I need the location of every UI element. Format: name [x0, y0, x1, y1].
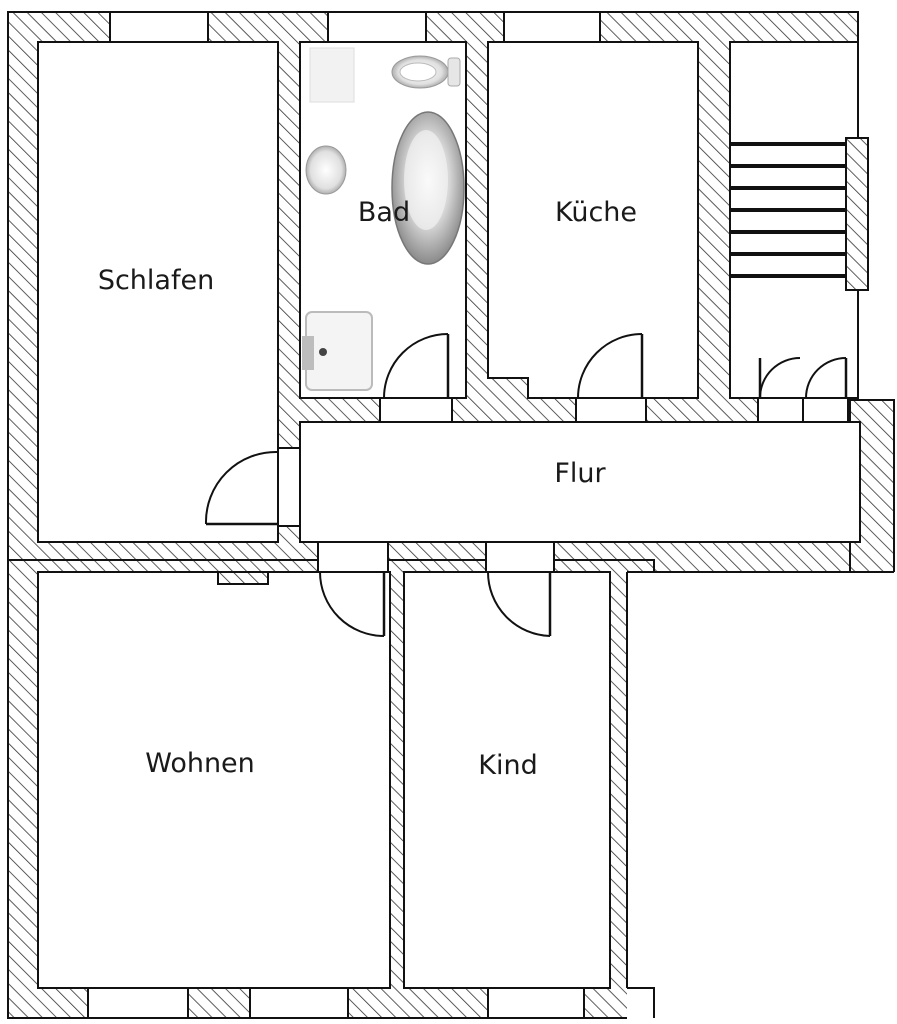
- bathroom-fixtures: [302, 47, 465, 391]
- room-flur: [299, 421, 861, 543]
- toilet-tank-icon: [447, 57, 461, 87]
- label-wohnen: Wohnen: [145, 748, 255, 779]
- room-schlafen: [37, 41, 279, 543]
- opening-schlafen: [277, 447, 301, 527]
- washbasin-icon: [305, 145, 347, 195]
- door-balcony-right-swing: [805, 357, 847, 399]
- window-wohnen-2: [249, 987, 349, 1019]
- opening-kind: [485, 541, 555, 573]
- room-kueche: [487, 41, 699, 399]
- bathtub-inner: [404, 130, 448, 230]
- door-openings: [217, 397, 849, 585]
- door-bad-swing: [383, 333, 449, 399]
- room-kind: [403, 571, 611, 989]
- shower-drain-icon: [319, 348, 327, 356]
- opening-kueche: [575, 397, 647, 423]
- door-kueche-swing: [577, 333, 643, 399]
- label-kueche: Küche: [555, 197, 637, 228]
- shower-fitting-icon: [302, 336, 314, 370]
- opening-wohnen: [317, 541, 389, 573]
- room-labels: Schlafen Bad Küche Flur Wohnen Kind: [98, 197, 637, 781]
- room-wohnen: [37, 571, 391, 989]
- opening-bad: [379, 397, 453, 423]
- label-schlafen: Schlafen: [98, 265, 214, 296]
- windows: [87, 11, 601, 1019]
- door-kind-swing: [487, 571, 551, 637]
- label-flur: Flur: [554, 458, 606, 489]
- door-wohnen-swing: [319, 571, 385, 637]
- window-kueche: [503, 11, 601, 43]
- room-balcony-strip: [729, 41, 859, 399]
- toilet-bowl-inner: [399, 62, 437, 82]
- balcony-stairs: [730, 137, 869, 291]
- doors: [204, 333, 848, 637]
- stair-stringer: [845, 137, 869, 291]
- label-bad: Bad: [358, 197, 410, 228]
- window-schlafen: [109, 11, 209, 43]
- label-kind: Kind: [478, 750, 537, 781]
- outside-east: [627, 572, 897, 1024]
- wall-bottom-edge: [627, 987, 655, 1018]
- window-kind: [487, 987, 585, 1019]
- window-wohnen-1: [87, 987, 189, 1019]
- washing-machine-icon: [309, 47, 355, 103]
- window-bad: [327, 11, 427, 43]
- chimney-niche: [217, 571, 269, 585]
- shower-tray-icon: [305, 311, 373, 391]
- door-schlafen-swing: [204, 450, 279, 525]
